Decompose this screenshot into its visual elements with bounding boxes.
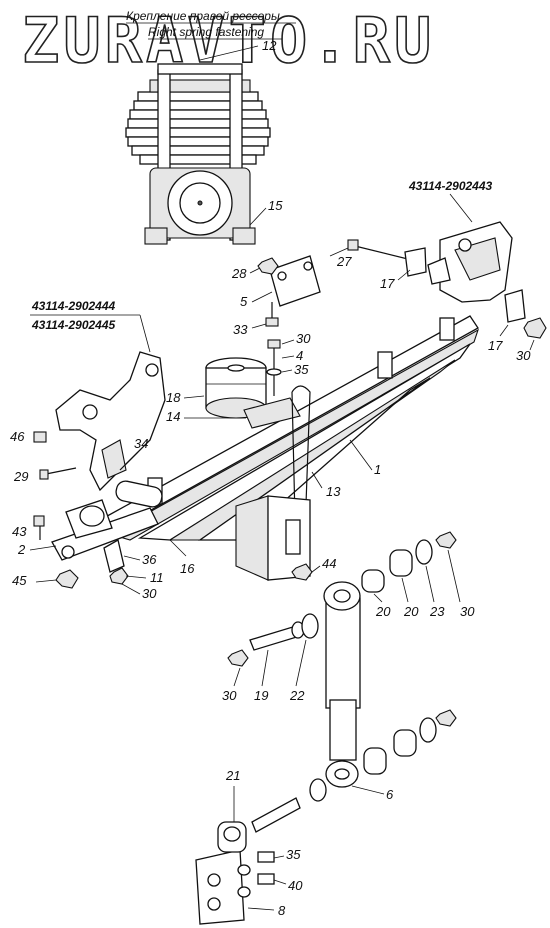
callout-23: 23 — [429, 604, 445, 619]
callout-5: 5 — [240, 294, 248, 309]
callout-20-b: 20 — [403, 604, 419, 619]
callout-1: 1 — [374, 462, 381, 477]
callout-36: 36 — [142, 552, 157, 567]
bolt-29: 29 — [13, 467, 77, 484]
callout-30-bottom: 30 — [142, 586, 157, 601]
callout-18: 18 — [166, 390, 181, 405]
buffer-stop-5: 5 — [240, 255, 321, 309]
lower-bracket-21: 21 — [195, 768, 301, 925]
callout-20-a: 20 — [375, 604, 391, 619]
callout-43: 43 — [12, 524, 27, 539]
callout-29: 29 — [13, 469, 28, 484]
part-number-43114-2902443: 43114-2902443 — [408, 179, 493, 193]
callout-35-top: 35 — [294, 362, 309, 377]
rear-bracket: 43114-2902443 — [408, 179, 513, 303]
leader-12 — [199, 45, 259, 61]
nut-28: 28 — [231, 257, 279, 281]
callout-13: 13 — [326, 484, 341, 499]
callout-30-pin: 30 — [222, 688, 237, 703]
callout-12: 12 — [262, 38, 277, 53]
liner-17-left: 17 — [380, 247, 427, 291]
spring-eye-plate-2: 2 — [17, 499, 159, 561]
callout-4: 4 — [296, 348, 303, 363]
pad-14: 14 — [166, 397, 301, 429]
callout-6: 6 — [386, 787, 394, 802]
inset-spring-fastening: Крепление правой рессоры Right spring fa… — [125, 9, 296, 245]
inset-axle-tube — [149, 167, 251, 239]
inset-title-ru: Крепление правой рессоры — [126, 9, 280, 23]
leader-15 — [249, 207, 267, 226]
nut-30-right: 30 — [516, 317, 547, 363]
callout-30-right: 30 — [516, 348, 531, 363]
inset-clamp-plate — [149, 79, 251, 93]
callout-17-right: 17 — [488, 338, 503, 353]
leader-27 — [329, 247, 349, 257]
bolts-35-40-washer-8: 35 40 8 — [237, 847, 303, 918]
callout-45: 45 — [12, 573, 27, 588]
callout-22: 22 — [289, 688, 305, 703]
callout-11: 11 — [150, 570, 164, 585]
bolt-34: 34 — [119, 436, 148, 471]
callout-35-bottom: 35 — [286, 847, 301, 862]
callout-44: 44 — [322, 556, 336, 571]
part-number-43114-2902444: 43114-2902444 — [31, 299, 116, 313]
inset-nuts — [144, 227, 256, 245]
callout-14: 14 — [166, 409, 180, 424]
nut-44: 44 — [291, 556, 336, 581]
callout-19: 19 — [254, 688, 268, 703]
liner-17-right: 17 — [488, 289, 526, 353]
callout-16: 16 — [180, 561, 195, 576]
callout-17-left: 17 — [380, 276, 395, 291]
pin-19-washer-22: 30 19 22 — [222, 613, 319, 703]
grease-fitting-46: 46 — [10, 429, 47, 444]
shock-upper-bushings: 20 20 23 30 — [361, 531, 475, 619]
callout-28: 28 — [231, 266, 247, 281]
bushing-16: 16 — [115, 480, 195, 576]
bolt-43: 43 — [12, 515, 45, 540]
callout-34: 34 — [134, 436, 148, 451]
rubber-buffer-18: 18 — [166, 357, 267, 419]
front-bracket: 43114-2902444 43114-2902445 — [30, 299, 166, 492]
leader-rear-bracket — [449, 193, 473, 223]
callout-40: 40 — [288, 878, 303, 893]
nut-45: 45 — [12, 569, 79, 589]
stud-4-washer-35: 30 4 35 — [266, 331, 311, 396]
bolt-33: 33 — [233, 302, 279, 337]
inset-title-en: Right spring fastening — [148, 25, 264, 39]
callout-33: 33 — [233, 322, 248, 337]
callout-27: 27 — [336, 254, 352, 269]
callout-8: 8 — [278, 903, 286, 918]
callout-30-upper-nut: 30 — [460, 604, 475, 619]
axle-pad — [235, 495, 311, 581]
callout-30-stud: 30 — [296, 331, 311, 346]
callout-2: 2 — [17, 542, 26, 557]
inset-leaf-stack — [125, 91, 271, 165]
shock-absorber-6: 6 — [323, 581, 394, 802]
callout-46: 46 — [10, 429, 25, 444]
callout-21: 21 — [225, 768, 240, 783]
shock-lower-bushings — [309, 709, 457, 802]
bracket-36-11: 36 11 30 — [103, 539, 164, 601]
callout-15: 15 — [268, 198, 283, 213]
part-number-43114-2902445: 43114-2902445 — [31, 318, 116, 332]
